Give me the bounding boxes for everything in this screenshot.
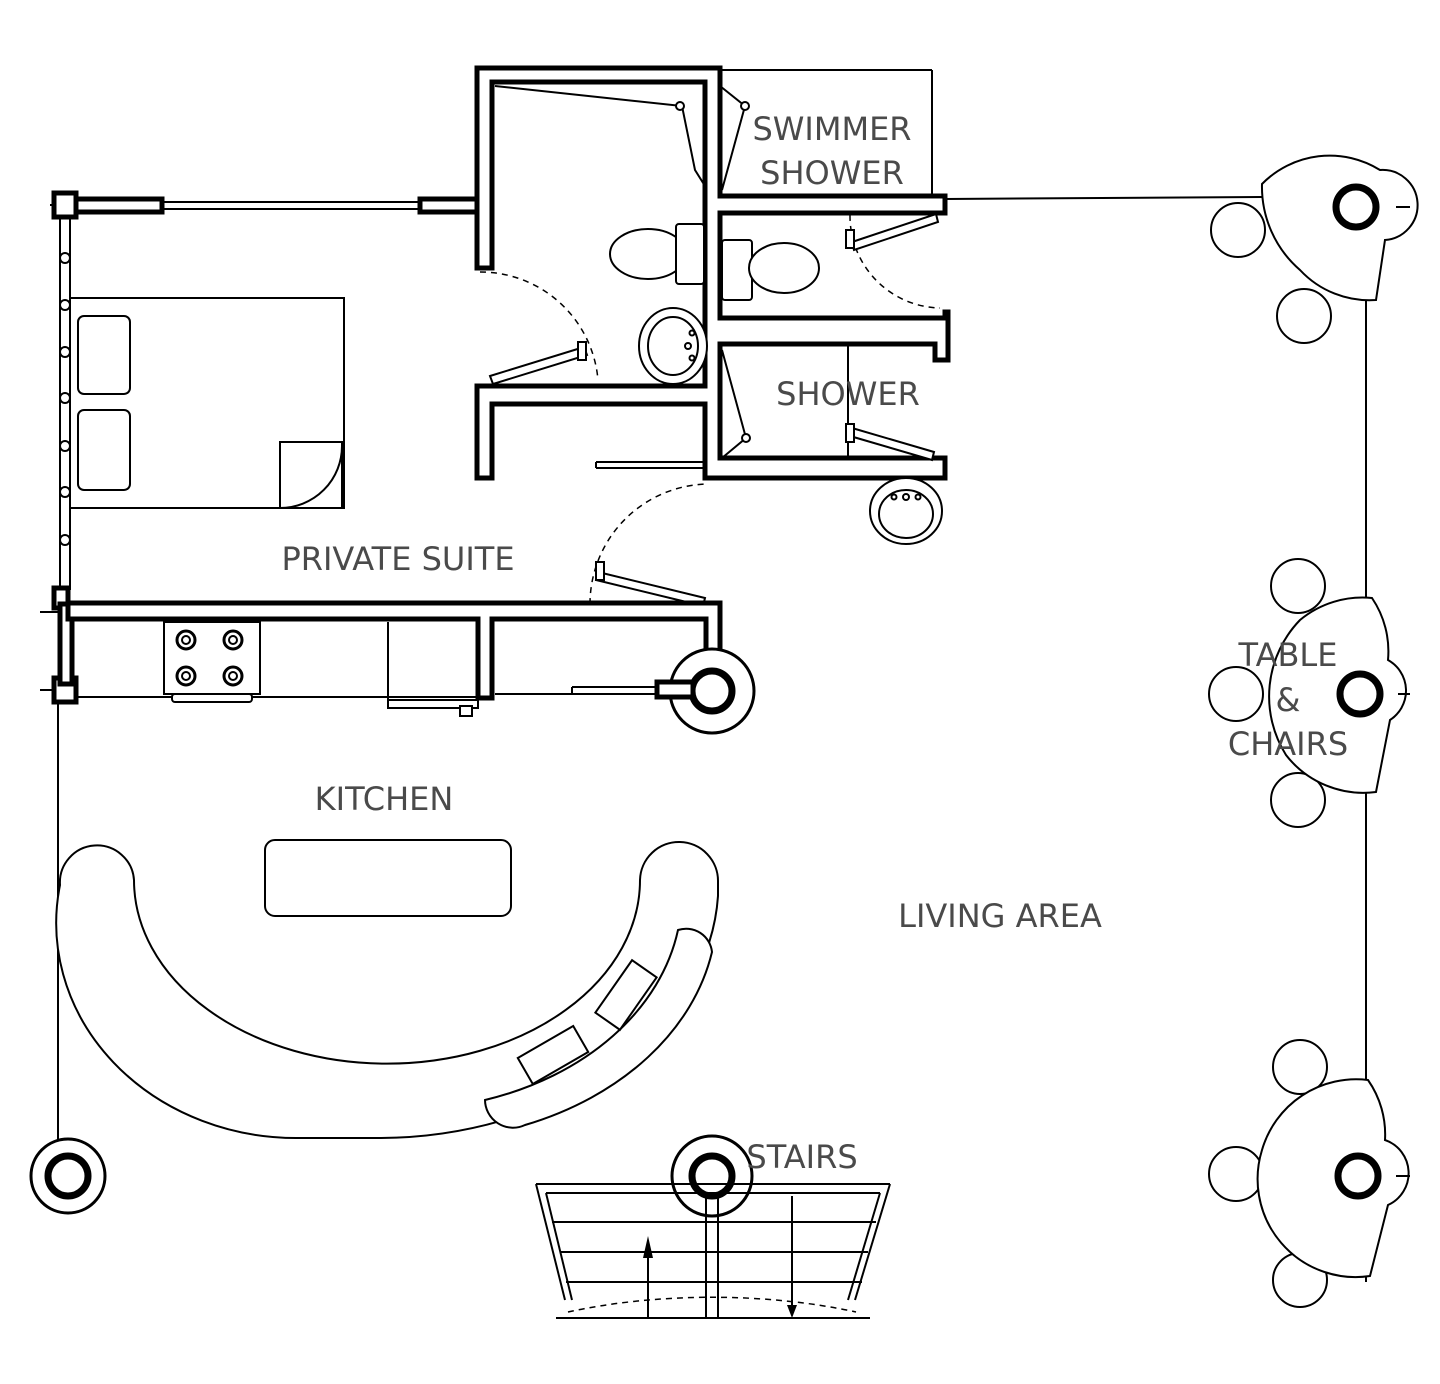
table-ampersand-label: &	[1276, 681, 1301, 719]
table-label: TABLE	[1238, 636, 1338, 674]
bath-closet	[595, 461, 705, 469]
doors	[479, 212, 941, 608]
stove	[163, 621, 261, 703]
stairs-label: STAIRS	[746, 1138, 857, 1176]
toilet-right	[721, 239, 820, 301]
table-middle	[1208, 558, 1410, 828]
curved-counter	[55, 839, 720, 1140]
chairs-label: CHAIRS	[1228, 725, 1348, 763]
swimmer-shower-label: SWIMMER	[752, 110, 911, 148]
kitchen-label: KITCHEN	[315, 780, 454, 818]
bathroom-walls	[474, 65, 951, 481]
table-bottom	[1208, 1039, 1410, 1308]
fridge	[387, 622, 479, 717]
table-top	[1210, 154, 1419, 344]
stairs	[535, 1183, 891, 1319]
west-window-wall	[51, 190, 483, 590]
private-suite-label: PRIVATE SUITE	[281, 540, 514, 578]
bath-sink	[638, 307, 708, 385]
bed	[69, 297, 345, 509]
columns	[29, 647, 756, 1218]
swimmer-shower-label-2: SHOWER	[760, 154, 904, 192]
toilet-left	[609, 223, 705, 285]
shower-label: SHOWER	[776, 375, 920, 413]
swimmer-shower	[494, 69, 933, 196]
living-area-label: LIVING AREA	[898, 897, 1102, 935]
exterior-sink	[869, 477, 943, 545]
